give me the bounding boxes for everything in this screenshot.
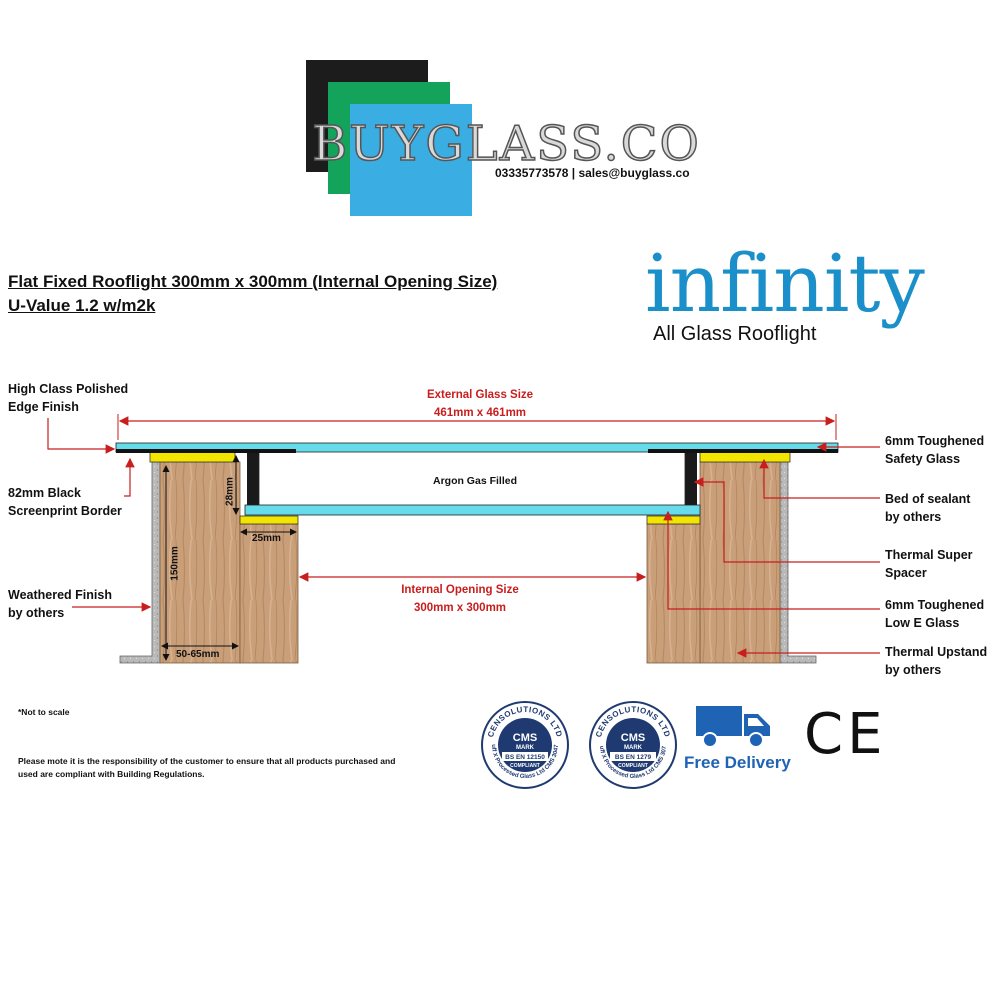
screenprint-border-right (648, 449, 838, 453)
infinity-subtitle: All Glass Rooflight (653, 323, 817, 345)
dim-50-65mm-label: 50-65mm (176, 649, 220, 660)
dim-28mm-label: 28mm (224, 477, 236, 506)
infinity-logo: infinity (645, 237, 925, 330)
sealant-bottom-left (239, 515, 299, 525)
leader-sealant (759, 458, 880, 499)
cms-badge-1279: CENSOLUTIONS LTD Tuff X Processed Glass … (588, 700, 677, 789)
free-delivery-text: Free Delivery (684, 753, 791, 772)
logo-square-blue (350, 104, 472, 216)
badge1-cms: CMS (513, 732, 537, 744)
badge1-mark: MARK (516, 745, 535, 751)
sealant-bottom-right (646, 515, 701, 525)
sealant-top-left (149, 451, 236, 463)
contact-info: 03335773578 | sales@buyglass.co (495, 166, 690, 180)
brand-name: BUYGLASS.CO (311, 115, 701, 173)
cms-badge-12150: CENSOLUTIONS LTD Tuff X Processed Glass … (480, 700, 569, 789)
badge1-std: BS EN 12150 (505, 754, 545, 761)
delivery-truck-icon (696, 706, 770, 748)
weathered-finish-left (119, 461, 161, 664)
leader-low-e (663, 510, 880, 610)
internal-opening-title: Internal Opening Size (401, 584, 519, 596)
badge2-cms: CMS (621, 732, 645, 744)
thermal-spacer-left (247, 453, 259, 505)
product-title: Flat Fixed Rooflight 300mm x 300mm (Inte… (8, 272, 498, 291)
u-value: U-Value 1.2 w/m2k (8, 296, 156, 315)
screenprint-border-left (116, 449, 296, 453)
leader-edge-finish (47, 418, 116, 454)
dim-150mm-label: 150mm (169, 546, 181, 581)
internal-opening-value: 300mm x 300mm (413, 602, 507, 614)
leader-screenprint (124, 457, 135, 497)
badge1-compliant: COMPLIANT (510, 763, 540, 769)
ce-mark: CE (804, 702, 887, 767)
external-glass-value: 461mm x 461mm (433, 407, 527, 419)
thermal-spacer-right (685, 453, 697, 505)
sealant-top-right (699, 451, 791, 463)
not-to-scale: *Not to scale (18, 707, 70, 717)
leader-spacer (693, 477, 880, 563)
external-glass-label: External Glass Size 461mm x 461mm (380, 386, 580, 422)
badge2-std: BS EN 1279 (615, 754, 652, 761)
upstand-left-inner (239, 523, 299, 664)
external-glass-title: External Glass Size (426, 389, 534, 401)
dim-25mm-label: 25mm (252, 533, 281, 544)
low-e-glass (244, 504, 701, 516)
internal-opening-label: Internal Opening Size 300mm x 300mm (360, 581, 560, 617)
badge2-compliant: COMPLIANT (618, 763, 648, 769)
upstand-right-inner (646, 523, 701, 664)
upstand-left (159, 461, 241, 664)
disclaimer: Please mote it is the responsibility of … (18, 756, 396, 779)
badge2-mark: MARK (624, 745, 643, 751)
argon-label: Argon Gas Filled (432, 475, 517, 487)
